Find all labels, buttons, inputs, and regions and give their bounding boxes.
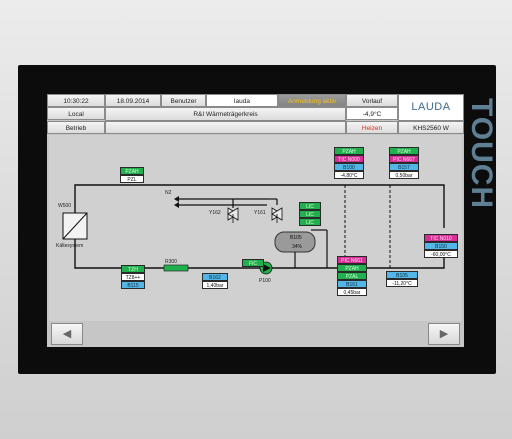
prev-page-button[interactable]: ◀ (51, 323, 83, 345)
b161-id[interactable]: B161 (337, 280, 367, 288)
model-display: KHS2560 W (398, 121, 464, 134)
header-spacer (105, 121, 346, 134)
pipe-id: R300 (165, 259, 177, 265)
tank-level: 34% (292, 244, 303, 250)
b161-high-tag[interactable]: PZAH (337, 264, 367, 272)
n2-label: N2 (165, 190, 172, 196)
pzl-tag[interactable]: PZL (120, 175, 144, 183)
cooler-id: W500 (58, 203, 72, 209)
b150-id[interactable]: B150 (424, 242, 458, 250)
pipe-lines (62, 184, 445, 275)
b100-alarm-tag[interactable]: PZAH (334, 147, 364, 155)
tank-id: B105 (290, 235, 302, 241)
next-page-button[interactable]: ▶ (428, 323, 460, 345)
flow-value: -4,9°C (346, 107, 398, 120)
pump-id: P100 (259, 278, 271, 284)
b157-pic-tag[interactable]: PIC N667 (389, 155, 419, 163)
b115-tag[interactable]: B115 (121, 281, 145, 289)
fic-tag[interactable]: FIC (242, 259, 264, 267)
time-display: 10:30:22 (47, 94, 105, 107)
b157-id[interactable]: B157 (389, 163, 419, 171)
b150-value: -60,00°C (424, 250, 458, 258)
valve-y161-label: Y161 (254, 210, 266, 216)
lic-tag-1[interactable]: LIC (299, 202, 321, 210)
b105-out-id[interactable]: B105 (386, 271, 418, 279)
b162-id[interactable]: B162 (202, 273, 228, 281)
b161-pic-tag[interactable]: PIC N661 (337, 256, 367, 264)
pzah-tag[interactable]: PZAH (120, 167, 144, 175)
mode-display[interactable]: Local (47, 107, 105, 120)
user-name[interactable]: lauda (206, 94, 278, 107)
page-title: R&I Wärmeträgerkreis (105, 107, 346, 121)
b100-id[interactable]: B100 (334, 163, 364, 171)
login-status: Anmeldung aktiv (278, 94, 346, 107)
lauda-logo: LAUDA (398, 94, 464, 121)
b100-value: -4,80°C (334, 171, 364, 179)
flow-label: Vorlauf (346, 94, 398, 107)
operation-state: Betrieb (47, 121, 105, 134)
process-diagram: W500 Kältesystem N2 Y162 Y161 B105 34% P… (49, 135, 462, 321)
user-label: Benutzer (161, 94, 206, 107)
valve-y162-label: Y162 (209, 210, 221, 216)
b157-value: 0,50bar (389, 171, 419, 179)
tz-arrows-tag[interactable]: TZ8++ (121, 273, 145, 281)
b161-value: 0,45bar (337, 288, 367, 296)
b161-low-tag[interactable]: PZAL (337, 272, 367, 280)
b157-alarm-tag[interactable]: PZAH (389, 147, 419, 155)
heating-status: Heizen (346, 121, 398, 134)
b105-out-value: -11,20°C (386, 279, 418, 287)
touch-screen: 10:30:22 18.09.2014 Benutzer lauda Anmel… (47, 94, 464, 347)
b150-tic-tag[interactable]: TIC N010 (424, 234, 458, 242)
lic-tag-2[interactable]: LIC (299, 210, 321, 218)
b162-value: 1,40bar (202, 281, 228, 289)
cooler-label: Kältesystem (56, 243, 84, 249)
lic-tag-3[interactable]: LIC (299, 218, 321, 226)
tzh-tag[interactable]: TZH (121, 265, 145, 273)
b100-tic-tag[interactable]: TIC N000 (334, 155, 364, 163)
date-display: 18.09.2014 (105, 94, 161, 107)
brand-label: TOUCH (468, 98, 494, 206)
